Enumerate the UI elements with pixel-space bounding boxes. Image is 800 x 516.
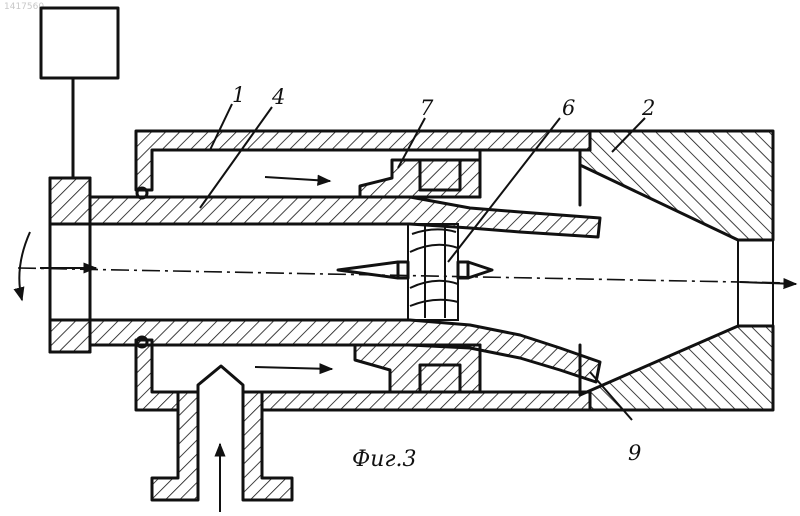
watermark-text: 1417560 xyxy=(4,2,44,12)
impeller-blades xyxy=(410,226,458,318)
label-housing: 1 xyxy=(232,83,245,107)
inlet-pipe-tip xyxy=(198,366,243,392)
nozzle-body-lower xyxy=(580,326,773,410)
label-inner-tube: 4 xyxy=(271,85,285,109)
label-ring-part: 7 xyxy=(420,96,434,120)
inner-tube-lower-wall xyxy=(50,320,600,382)
figure-caption: Фиг.3 xyxy=(352,447,417,472)
label-nozzle-body: 2 xyxy=(641,96,655,120)
control-unit-box xyxy=(41,8,118,78)
rotation-arrow xyxy=(19,232,30,300)
rear-cone xyxy=(468,262,492,278)
housing-bottom-wall xyxy=(136,340,178,410)
impeller-frame xyxy=(408,224,458,320)
housing-bottom-rail xyxy=(262,392,590,410)
annulus-flow-arrow-top xyxy=(265,177,330,181)
leader-4 xyxy=(200,107,272,208)
label-inlet-edge: 9 xyxy=(628,441,641,465)
label-impeller: 6 xyxy=(562,96,575,120)
center-axis xyxy=(18,268,790,283)
inner-tube-upper-wall xyxy=(50,178,600,237)
housing-top-wall xyxy=(136,131,590,190)
annulus-flow-arrow-bottom xyxy=(255,367,332,369)
nozzle-body-upper xyxy=(580,131,773,240)
seal-ring-top xyxy=(137,188,147,198)
